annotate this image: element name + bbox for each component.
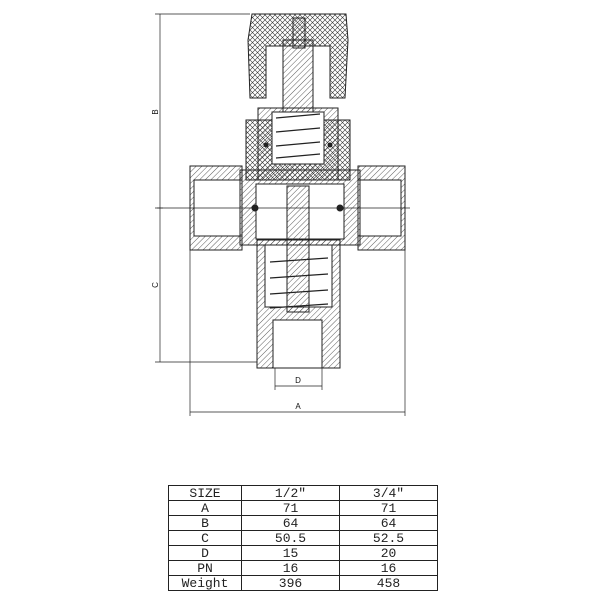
table-cell: 15: [241, 545, 340, 561]
table-cell: 458: [339, 575, 438, 591]
table-cell: 50.5: [241, 530, 340, 546]
dim-label-d: D: [295, 376, 301, 385]
table-header: 3/4": [339, 485, 438, 501]
adjust-screw: [292, 17, 306, 49]
dim-label-c: C: [151, 282, 160, 288]
table-cell: D: [168, 545, 242, 561]
table-cell: 20: [339, 545, 438, 561]
table-cell: 64: [241, 515, 340, 531]
table-cell: PN: [168, 560, 242, 576]
table-header: 1/2": [241, 485, 340, 501]
table-cell: 71: [339, 500, 438, 516]
dimension-lines: [155, 13, 410, 416]
knob: [247, 13, 349, 99]
table-cell: A: [168, 500, 242, 516]
dim-label-a: A: [295, 402, 301, 411]
upper-spring: [275, 113, 321, 159]
table-cell: 16: [339, 560, 438, 576]
table-header: SIZE: [168, 485, 242, 501]
table-cell: B: [168, 515, 242, 531]
table-cell: 64: [339, 515, 438, 531]
table-header-row: SIZE 1/2" 3/4": [168, 485, 438, 501]
table-cell: 396: [241, 575, 340, 591]
upper-stem: [282, 39, 314, 113]
table-cell: C: [168, 530, 242, 546]
stem: [286, 185, 310, 313]
dim-label-b: B: [151, 109, 160, 114]
bottom-port: [272, 319, 323, 369]
table-cell: 52.5: [339, 530, 438, 546]
table-cell: 16: [241, 560, 340, 576]
table-cell: Weight: [168, 575, 242, 591]
table-cell: 71: [241, 500, 340, 516]
